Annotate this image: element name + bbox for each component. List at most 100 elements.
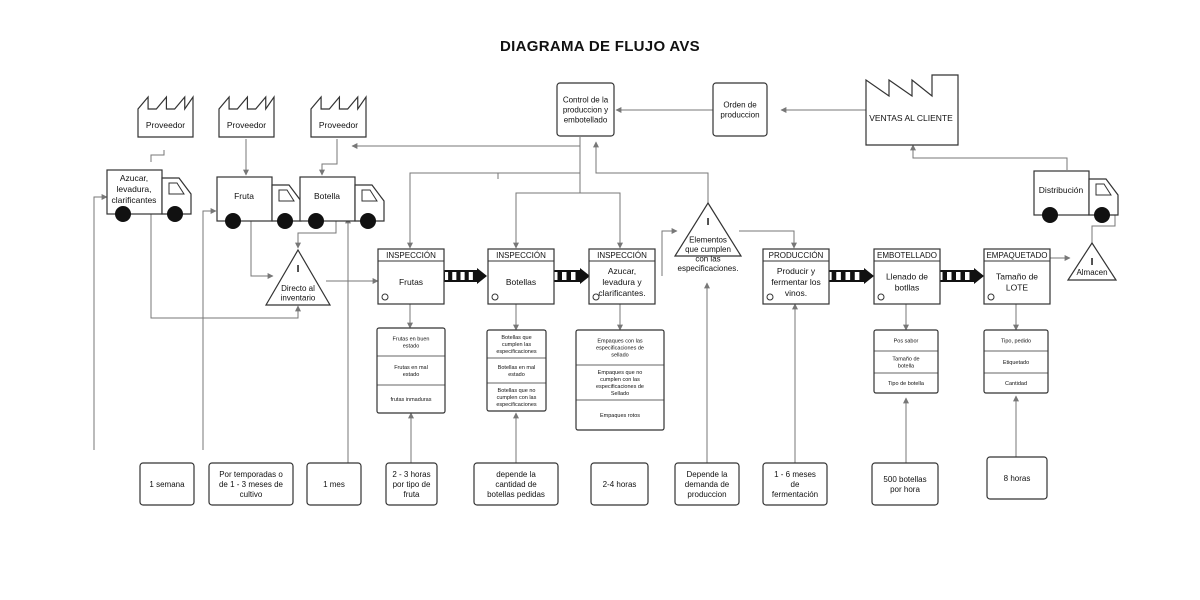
text-line: VENTAS AL CLIENTE <box>869 113 953 123</box>
process-box-4-frame <box>762 248 830 305</box>
text-line: Etiquetado <box>1003 360 1029 366</box>
text-line: Empaques que no <box>598 370 643 376</box>
time-box-5-frame <box>473 462 559 506</box>
text-line: Empaques con las <box>597 338 642 344</box>
azucar-truck: Azucar,levadura,clarificantes <box>106 169 192 222</box>
push-arrow-embotellado-empaquetado-stripe <box>942 271 947 281</box>
process-box-1-frame <box>377 248 445 305</box>
process-box-5-operator-icon <box>877 293 885 301</box>
text-line: 1 - 6 meses <box>774 470 816 479</box>
fruta-truck-wheel <box>225 213 241 229</box>
ventas-cliente-label: VENTAS AL CLIENTE <box>869 113 953 123</box>
text-line: Botellas en mal <box>498 365 536 371</box>
azucar-truck-window <box>168 182 185 195</box>
flow-control-to-insp-azucar <box>579 173 623 249</box>
text-line: cultivo <box>240 490 263 499</box>
azucar-truck-cargo <box>106 169 163 215</box>
text-line: clarificantes. <box>598 288 645 298</box>
text-line: por hora <box>890 485 920 494</box>
push-arrow-produccion-embotellado-stripe <box>831 271 837 281</box>
fruta-truck-wheel <box>277 213 293 229</box>
control-produccion-box-frame <box>556 82 615 137</box>
time-box-6-frame <box>590 462 649 506</box>
text-line: especificaciones <box>496 349 537 355</box>
detail-empaquetado-row: Tipo, pedido <box>1001 338 1031 344</box>
text-line: frutas inmaduras <box>391 397 432 403</box>
diagram-title: DIAGRAMA DE FLUJO AVS <box>500 38 700 55</box>
text-line: Tipo de botella <box>888 381 925 387</box>
elementos-triangle-inventory-icon: I <box>707 217 710 228</box>
time-box-10-frame <box>986 456 1048 500</box>
connector-lines <box>93 107 1116 463</box>
text-line: especificaciones. <box>678 264 739 273</box>
detail-embotellado-frame <box>873 329 939 394</box>
text-line: Llenado de <box>886 271 928 281</box>
text-line: 500 botellas <box>883 475 926 484</box>
time-box-9-frame <box>871 462 939 506</box>
flow-proveedor3-to-truck <box>319 139 338 176</box>
proveedor-factory-1: Proveedor <box>137 95 194 138</box>
text-line: Botellas <box>506 277 536 287</box>
push-arrow-embotellado-empaquetado <box>937 268 984 284</box>
text-line: INSPECCIÓN <box>496 251 546 260</box>
time-box-3-frame <box>306 462 362 506</box>
botella-truck-wheel <box>308 213 324 229</box>
text-line: depende la <box>496 470 536 479</box>
text-line: inventario <box>281 294 316 303</box>
text-line: fermentar los <box>771 277 821 287</box>
detail-botellas-frame <box>486 329 547 412</box>
botella-truck-cargo <box>299 176 356 222</box>
text-line: Botellas que no <box>498 388 536 394</box>
push-arrow-produccion-embotellado-stripe <box>850 271 855 281</box>
text-line: Orden de <box>723 100 757 109</box>
text-line: Pos sabor <box>894 338 919 344</box>
detail-azucar-row: Empaques rotos <box>600 413 640 419</box>
push-arrow-embotellado-empaquetado-stripe <box>960 271 965 281</box>
proveedor-factory-3: Proveedor <box>310 95 367 138</box>
text-line: 2-4 horas <box>603 480 637 489</box>
text-line: de <box>791 480 800 489</box>
directo-inventario-triangle-shape <box>264 248 332 306</box>
text-line: Tamaño de <box>996 271 1038 281</box>
detail-embotellado-row: Pos sabor <box>894 338 919 344</box>
process-box-1-body: Frutas <box>399 277 423 287</box>
text-line: Tipo, pedido <box>1001 338 1031 344</box>
azucar-truck-wheel <box>115 206 131 222</box>
text-line: cantidad de <box>495 480 537 489</box>
elementos-triangle-shape <box>673 201 743 257</box>
fruta-truck: Fruta <box>216 176 302 229</box>
almacen-triangle-shape <box>1066 241 1118 281</box>
almacen-triangle-label: Almacen <box>1076 268 1107 277</box>
text-line: demanda de <box>685 480 730 489</box>
push-arrow-embotellado-empaquetado-head <box>974 268 984 284</box>
orden-produccion-box-frame <box>712 82 768 137</box>
text-line: Directo al <box>281 284 315 293</box>
text-line: Depende la <box>687 470 728 479</box>
distribucion-truck-window <box>1095 183 1112 196</box>
push-arrow-produccion-embotellado-stripe <box>840 271 846 281</box>
push-arrow-produccion-embotellado-stripe <box>859 271 864 281</box>
proveedor-factory-2: Proveedor <box>218 95 275 138</box>
text-line: cumplen con las <box>600 377 640 383</box>
push-arrow-embotellado-empaquetado-stripe <box>969 271 974 281</box>
text-line: LOTE <box>1006 282 1029 292</box>
time-box-2-frame <box>208 462 294 506</box>
push-arrow-frutas-botellas-head <box>477 268 487 284</box>
